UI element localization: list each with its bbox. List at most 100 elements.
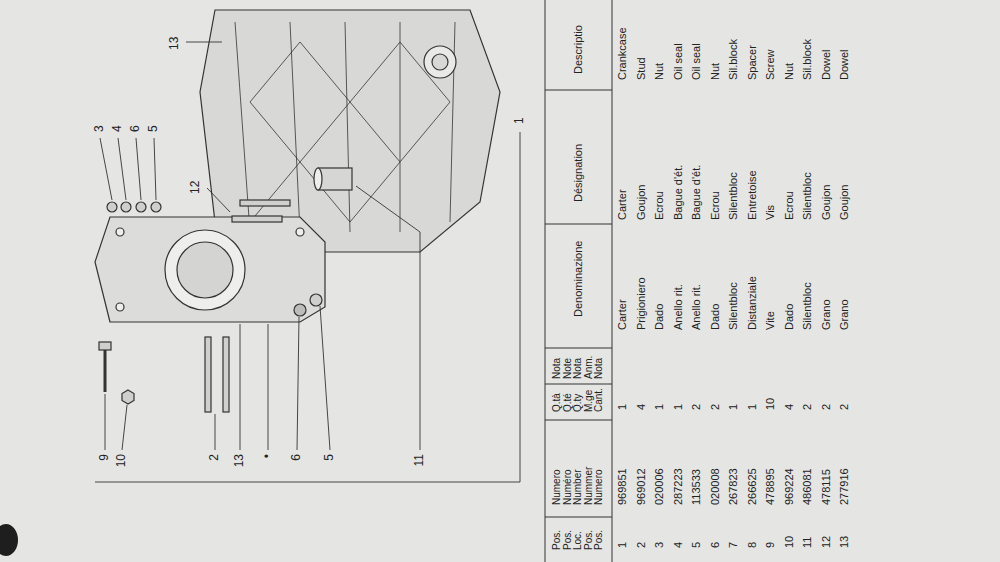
table-rule (545, 0, 546, 562)
table-header: Loc. (572, 531, 583, 550)
callout-number: 5 (323, 454, 336, 470)
table-cell: Nut (653, 63, 665, 80)
table-rule (545, 90, 612, 91)
leader-line (105, 394, 106, 450)
bolt-hole (116, 303, 124, 311)
table-cell: 2 (820, 404, 832, 410)
table-rules (545, 0, 612, 562)
callout-number: 13 (168, 37, 181, 50)
table-cell: 13 (838, 536, 850, 548)
table-cell: Anello rit. (690, 284, 702, 330)
callout-number: 4 (111, 125, 124, 132)
leader-line (122, 405, 127, 450)
table-rule (612, 0, 613, 562)
callout-number: 6 (129, 125, 142, 132)
group-bracket (95, 132, 520, 482)
table-cell: Sil.block (801, 39, 813, 80)
leader-line (154, 138, 156, 200)
table-cell: Nut (783, 63, 795, 80)
table-cell: 486081 (801, 468, 813, 505)
leader-line (186, 42, 222, 43)
table-cell: 277916 (838, 468, 850, 505)
spacer (318, 168, 352, 190)
nut (121, 202, 131, 212)
table-cell: Silentbloc (727, 172, 739, 220)
table-cell: 10 (764, 398, 776, 410)
callout-number: • (261, 454, 274, 470)
table-rule (545, 420, 612, 421)
small-parts (99, 168, 352, 412)
table-cell: 2 (709, 404, 721, 410)
callout-number: 12 (189, 181, 202, 194)
table-cell: 1 (616, 404, 628, 410)
leader-line (297, 317, 299, 450)
table-cell: 3 (653, 542, 665, 548)
table-cell: 287223 (672, 468, 684, 505)
table-cell: Grano (838, 299, 850, 330)
bore-outer (165, 230, 245, 310)
spacer-end (314, 168, 322, 190)
table-cell: 266625 (746, 468, 758, 505)
bore-inner (177, 242, 233, 298)
crankcase (200, 10, 500, 252)
leader-line (100, 138, 112, 200)
table-header: Cant. (593, 388, 604, 412)
table-cell: 969012 (635, 468, 647, 505)
table-cell: Distanziale (746, 276, 758, 330)
table-rule (545, 384, 612, 385)
table-cell: 9 (764, 542, 776, 548)
table-cell: 1 (746, 404, 758, 410)
oil-seal (151, 202, 161, 212)
table-cell: Carter (616, 299, 628, 330)
table-header: Pos. (583, 530, 594, 550)
table-cell: Dado (653, 304, 665, 330)
crankcase-body (200, 10, 500, 252)
table-cell: 267823 (727, 468, 739, 505)
washer (107, 202, 117, 212)
table-cell: 020006 (653, 468, 665, 505)
table-cell: Crankcase (616, 27, 628, 80)
silentblock (136, 202, 146, 212)
stud (205, 337, 211, 412)
table-header: Anm. (583, 356, 594, 379)
table-cell: Entretoise (746, 170, 758, 220)
bolt-hole (296, 228, 304, 236)
dowel (240, 200, 290, 206)
leader-line (136, 138, 141, 200)
table-cell: 020008 (709, 468, 721, 505)
crankcase-ribs (235, 22, 455, 232)
table-cell: Ecrou (709, 191, 721, 220)
table-cell: Spacer (746, 45, 758, 80)
table-cell: Goujon (820, 185, 832, 220)
table-cell: 12 (820, 536, 832, 548)
shadow-blob (0, 524, 18, 556)
table-cell: 2 (635, 542, 647, 548)
callout-number: 1 (513, 117, 526, 124)
table-cell: Goujon (635, 185, 647, 220)
cover (95, 217, 325, 322)
table-cell: 969851 (616, 468, 628, 505)
table-cell: Bague d'ét. (672, 165, 684, 220)
table-header: Number (572, 469, 583, 505)
cover-body (95, 217, 325, 322)
table-header: Désignation (572, 144, 584, 202)
table-cell: Silentbloc (727, 282, 739, 330)
table-header: Nota (572, 358, 583, 379)
table-cell: 7 (727, 542, 739, 548)
table-cell: Grano (820, 299, 832, 330)
table-cell: Oil seal (672, 43, 684, 80)
table-rule (545, 224, 612, 225)
table-cell: 4 (672, 542, 684, 548)
leader-line (356, 186, 420, 450)
table-cell: Dado (783, 304, 795, 330)
table-cell: 2 (838, 404, 850, 410)
leader-line (215, 414, 216, 450)
table-cell: 969224 (783, 468, 795, 505)
callout-number: 11 (413, 454, 426, 470)
table-cell: Sil.block (727, 39, 739, 80)
table-header: Numéro (562, 469, 573, 505)
table-header: M.ge (583, 390, 594, 412)
table-cell: Anello rit. (672, 284, 684, 330)
leader-line (268, 324, 269, 450)
